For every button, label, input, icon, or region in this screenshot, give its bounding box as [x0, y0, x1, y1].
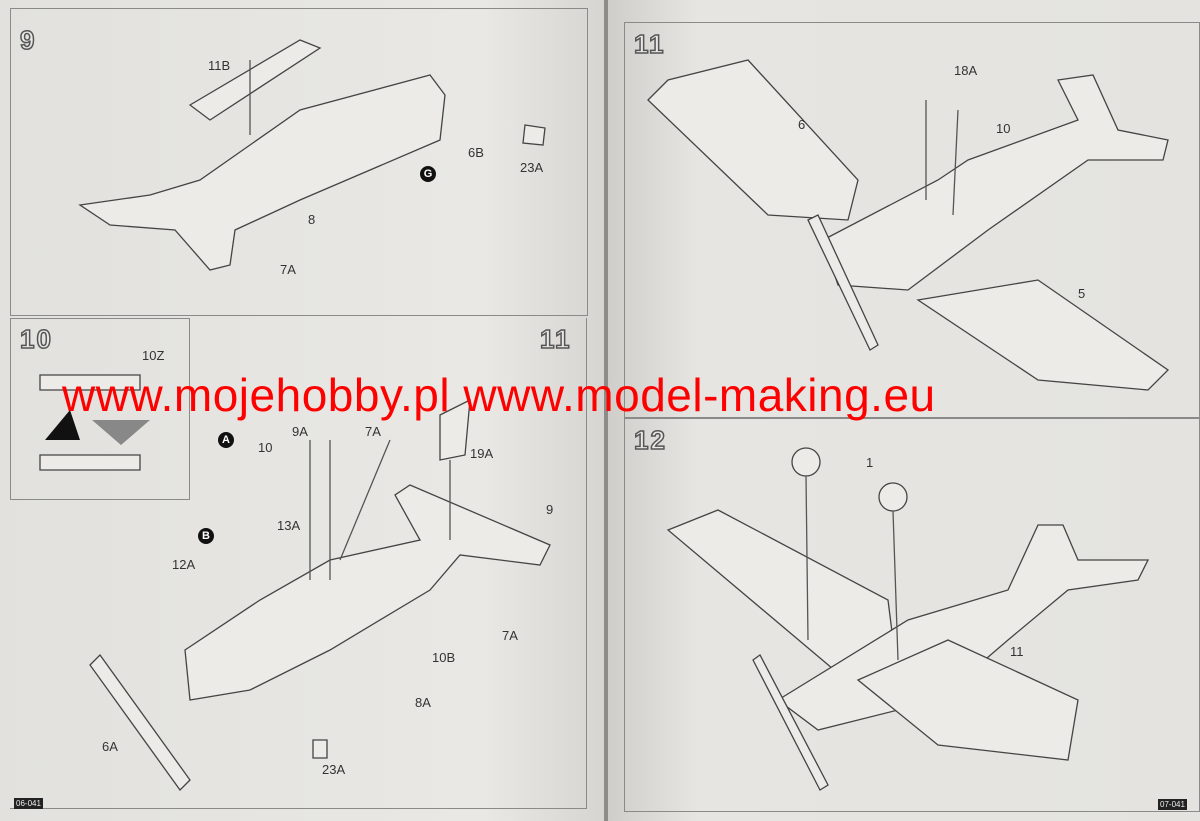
step-11-number: 11 — [633, 29, 666, 59]
part-label: 12A — [172, 557, 196, 572]
propeller-drawing — [752, 654, 829, 791]
part-label: 6A — [102, 739, 118, 754]
part-23a-drawing — [522, 124, 546, 146]
part-label: 23A — [322, 762, 346, 777]
part-label: 7A — [365, 424, 381, 439]
part-label: 9A — [292, 424, 308, 439]
propeller-drawing — [807, 214, 879, 351]
gun-10z-drawing — [39, 374, 141, 471]
step-10-panel — [10, 318, 190, 500]
fuselage-step9-drawing — [78, 74, 446, 271]
sprue-badge: A — [218, 432, 234, 448]
step-9-number: 9 — [19, 25, 37, 55]
part-label: 19A — [470, 446, 494, 461]
step-9-panel — [10, 8, 588, 316]
cut-icon — [45, 410, 80, 440]
wing-5-drawing — [916, 279, 1170, 391]
wheel-drawing — [791, 447, 821, 477]
propeller-6a-drawing — [89, 653, 191, 792]
step-10-number: 10 — [19, 324, 53, 354]
step-12-number: 12 — [633, 425, 667, 455]
page-number: 06-041 — [14, 798, 43, 809]
step-11-panel — [10, 318, 587, 809]
wheel-drawing — [878, 482, 908, 512]
part-label: 8 — [308, 212, 316, 227]
arrow-down-icon — [92, 420, 150, 445]
fuselage-step11-drawing — [184, 484, 551, 701]
right-page-drawings — [647, 59, 1170, 791]
part-label: 6B — [468, 145, 484, 160]
part-label: 8A — [415, 695, 431, 710]
part-label: 7A — [502, 628, 518, 643]
sprue-badge: B — [198, 528, 214, 544]
watermark: www.mojehobby.pl www.model-making.eu — [62, 369, 936, 421]
part-19a-drawing — [439, 398, 471, 461]
right-page: 11 18A 6 10 5 12 1 11 07-041 — [608, 0, 1200, 821]
part-label: 10 — [258, 440, 273, 455]
fuselage-step11-drawing — [822, 74, 1169, 291]
part-label: 7A — [280, 262, 296, 277]
part-label: 10Z — [142, 348, 165, 363]
part-label: 18A — [954, 63, 978, 78]
part-label: 5 — [1078, 286, 1086, 301]
part-label: 10B — [432, 650, 456, 665]
left-page-drawings — [39, 39, 551, 792]
part-label: 13A — [277, 518, 301, 533]
part-label: 10 — [996, 121, 1011, 136]
part-label: 11 — [1010, 644, 1024, 659]
part-label: 1 — [866, 455, 874, 470]
left-page: 9 11B 6B 23A 8 7A G 10 10Z 11 9A 7A 19A … — [0, 0, 604, 821]
wing-6-drawing — [647, 59, 859, 221]
part-label: 9 — [546, 502, 554, 517]
part-label: 6 — [798, 117, 806, 132]
part-11b-drawing — [188, 39, 322, 121]
sprue-badge: G — [420, 166, 436, 182]
part-label: 11B — [208, 58, 231, 73]
page-number: 07-041 — [1158, 799, 1187, 810]
step-11-number: 11 — [539, 324, 572, 354]
part-label: 23A — [520, 160, 544, 175]
wing-11-drawing — [856, 639, 1079, 761]
